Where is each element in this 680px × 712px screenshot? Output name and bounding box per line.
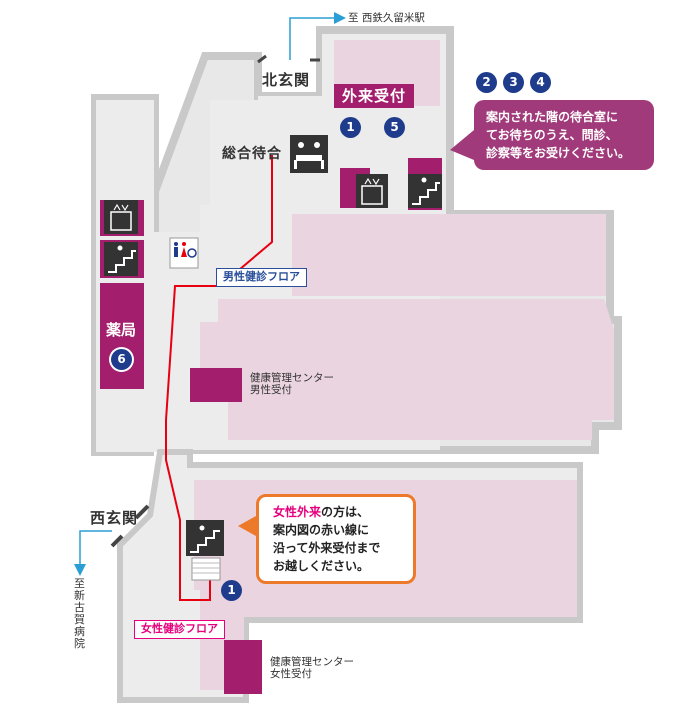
male-reception-block	[190, 368, 242, 402]
notice-marker-4: 4	[530, 72, 551, 93]
female-outpatient-highlight: 女性外来	[273, 505, 322, 519]
female-center-label: 健康管理センター 女性受付	[270, 656, 354, 680]
pharmacy-label: 薬局	[106, 321, 137, 339]
north-arrow-icon	[289, 12, 346, 60]
notice-bubble: 案内された階の待合室に てお待ちのうえ、問診、 診察等をお受けください。	[474, 100, 654, 170]
pharmacy-block	[100, 283, 144, 389]
female-guide-bubble: 女性外来の方は、 案内図の赤い線に 沿って外来受付まで お越しください。	[256, 494, 416, 584]
guide-line-3: 沿って外来受付まで	[273, 541, 381, 555]
restroom-icon	[169, 237, 199, 269]
stairs-icon-female	[186, 520, 224, 581]
guide-line-1-rest: の方は、	[321, 505, 370, 519]
female-center-line-2: 女性受付	[270, 668, 312, 681]
waiting-seat-icon	[290, 135, 328, 173]
route-line	[165, 155, 273, 601]
guide-line-4: お越しください。	[273, 559, 370, 573]
stairs-icon	[408, 174, 442, 208]
marker-1-female: 1	[221, 580, 242, 601]
notice-line-3: 診察等をお受けください。	[486, 146, 631, 160]
male-floor-rooms	[200, 40, 614, 440]
guide-tail	[238, 516, 256, 536]
male-center-line-1: 健康管理センター	[250, 372, 334, 384]
female-floor-tag: 女性健診フロア	[134, 620, 225, 639]
notice-marker-2: 2	[476, 72, 497, 93]
marker-5: 5	[384, 117, 405, 138]
guide-line-1: 女性外来の方は、	[273, 503, 399, 521]
west-entrance-label: 西玄関	[90, 509, 139, 527]
notice-line-1: 案内された階の待合室に	[486, 110, 619, 124]
notice-marker-3: 3	[503, 72, 524, 93]
male-center-label: 健康管理センター 男性受付	[250, 372, 334, 396]
female-center-line-1: 健康管理センター	[270, 656, 354, 668]
elevator-icon	[356, 174, 388, 208]
west-destination-label: 至新古賀病院	[74, 577, 85, 651]
elevator-icon-west	[104, 200, 138, 234]
notice-line-2: てお待ちのうえ、問診、	[486, 128, 618, 142]
west-arrow-icon	[74, 530, 112, 576]
general-waiting-label: 総合待合	[222, 146, 282, 162]
male-center-line-2: 男性受付	[250, 384, 292, 397]
marker-1: 1	[340, 117, 361, 138]
notice-tail	[450, 130, 474, 160]
stairs-icon-west	[104, 242, 138, 276]
north-entrance-label: 北玄関	[262, 71, 311, 89]
male-floor-tag: 男性健診フロア	[216, 268, 307, 287]
guide-line-2: 案内図の赤い線に	[273, 523, 370, 537]
female-reception-block	[224, 640, 262, 694]
marker-6: 6	[111, 349, 132, 370]
north-destination-label: 至 西鉄久留米駅	[348, 12, 425, 24]
outpatient-reception: 外来受付	[334, 84, 414, 108]
